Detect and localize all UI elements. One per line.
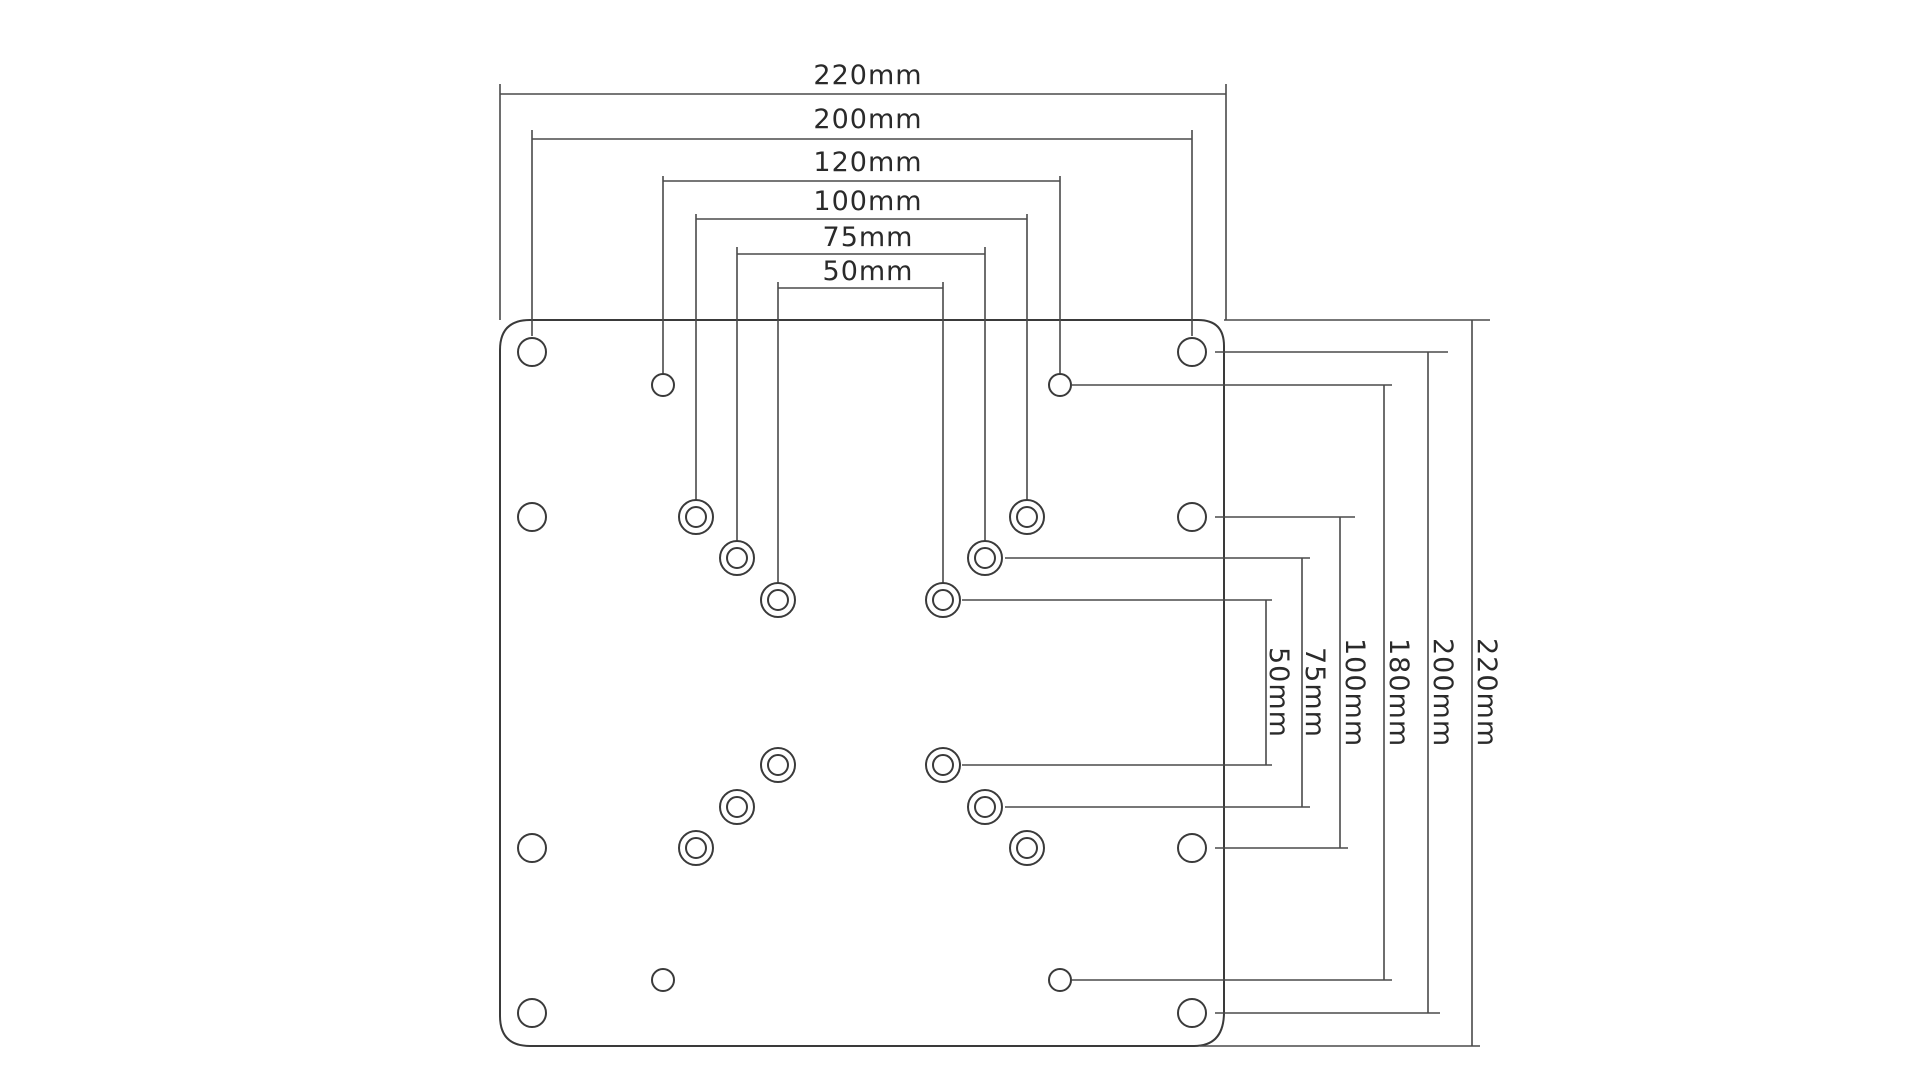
hole-200-bottom-left <box>517 998 547 1028</box>
hole-side-left-lower <box>517 833 547 863</box>
hole-120-bottom-right <box>1048 968 1072 992</box>
hole-100-top-left <box>678 499 714 535</box>
label-50mm-horizontal: 50mm <box>823 256 914 287</box>
dim-220-horizontal: 220mm <box>499 60 1227 320</box>
hole-200-top-right <box>1177 337 1207 367</box>
dim-75-horizontal: 75mm <box>736 222 986 545</box>
vertical-dimensions: 220mm 200mm 180mm 100mm 75mm <box>962 319 1502 1047</box>
dim-50-horizontal: 50mm <box>777 256 944 587</box>
hole-50-bottom-right <box>925 747 961 783</box>
hole-120-bottom-left <box>651 968 675 992</box>
dim-120-horizontal: 120mm <box>662 147 1061 376</box>
mounting-holes <box>517 337 1207 1028</box>
dim-200-horizontal: 200mm <box>531 104 1193 336</box>
label-200mm-vertical: 200mm <box>1427 638 1458 747</box>
hole-100-bottom-right <box>1009 830 1045 866</box>
label-50mm-vertical: 50mm <box>1263 647 1294 738</box>
hole-100-bottom-left <box>678 830 714 866</box>
label-75mm-horizontal: 75mm <box>823 222 914 253</box>
dim-180-vertical: 180mm <box>1072 384 1414 981</box>
dim-50-vertical: 50mm <box>962 599 1294 766</box>
hole-side-left-upper <box>517 502 547 532</box>
hole-200-top-left <box>517 337 547 367</box>
hole-50-top-right <box>925 582 961 618</box>
dim-100-horizontal: 100mm <box>695 186 1028 505</box>
label-220mm-horizontal: 220mm <box>813 60 922 91</box>
dim-100-vertical: 100mm <box>1215 516 1370 849</box>
hole-100-top-right <box>1009 499 1045 535</box>
dim-75-vertical: 75mm <box>1005 557 1330 808</box>
label-180mm-vertical: 180mm <box>1383 638 1414 747</box>
horizontal-dimensions: 220mm 200mm 120mm 100mm 75mm <box>499 60 1227 587</box>
hole-120-top-left <box>651 373 675 397</box>
label-200mm-horizontal: 200mm <box>813 104 922 135</box>
hole-side-right-upper <box>1177 502 1207 532</box>
label-220mm-vertical: 220mm <box>1471 638 1502 747</box>
hole-120-top-right <box>1048 373 1072 397</box>
label-120mm-horizontal: 120mm <box>813 147 922 178</box>
hole-75-top-left <box>719 540 755 576</box>
hole-200-bottom-right <box>1177 998 1207 1028</box>
hole-75-top-right <box>967 540 1003 576</box>
hole-50-top-left <box>760 582 796 618</box>
hole-75-bottom-left <box>719 789 755 825</box>
hole-side-right-lower <box>1177 833 1207 863</box>
dim-200-vertical: 200mm <box>1215 351 1458 1014</box>
hole-75-bottom-right <box>967 789 1003 825</box>
hole-50-bottom-left <box>760 747 796 783</box>
plate-outline <box>499 319 1225 1047</box>
label-75mm-vertical: 75mm <box>1299 647 1330 738</box>
label-100mm-horizontal: 100mm <box>813 186 922 217</box>
label-100mm-vertical: 100mm <box>1339 638 1370 747</box>
dim-220-vertical: 220mm <box>1200 319 1502 1047</box>
